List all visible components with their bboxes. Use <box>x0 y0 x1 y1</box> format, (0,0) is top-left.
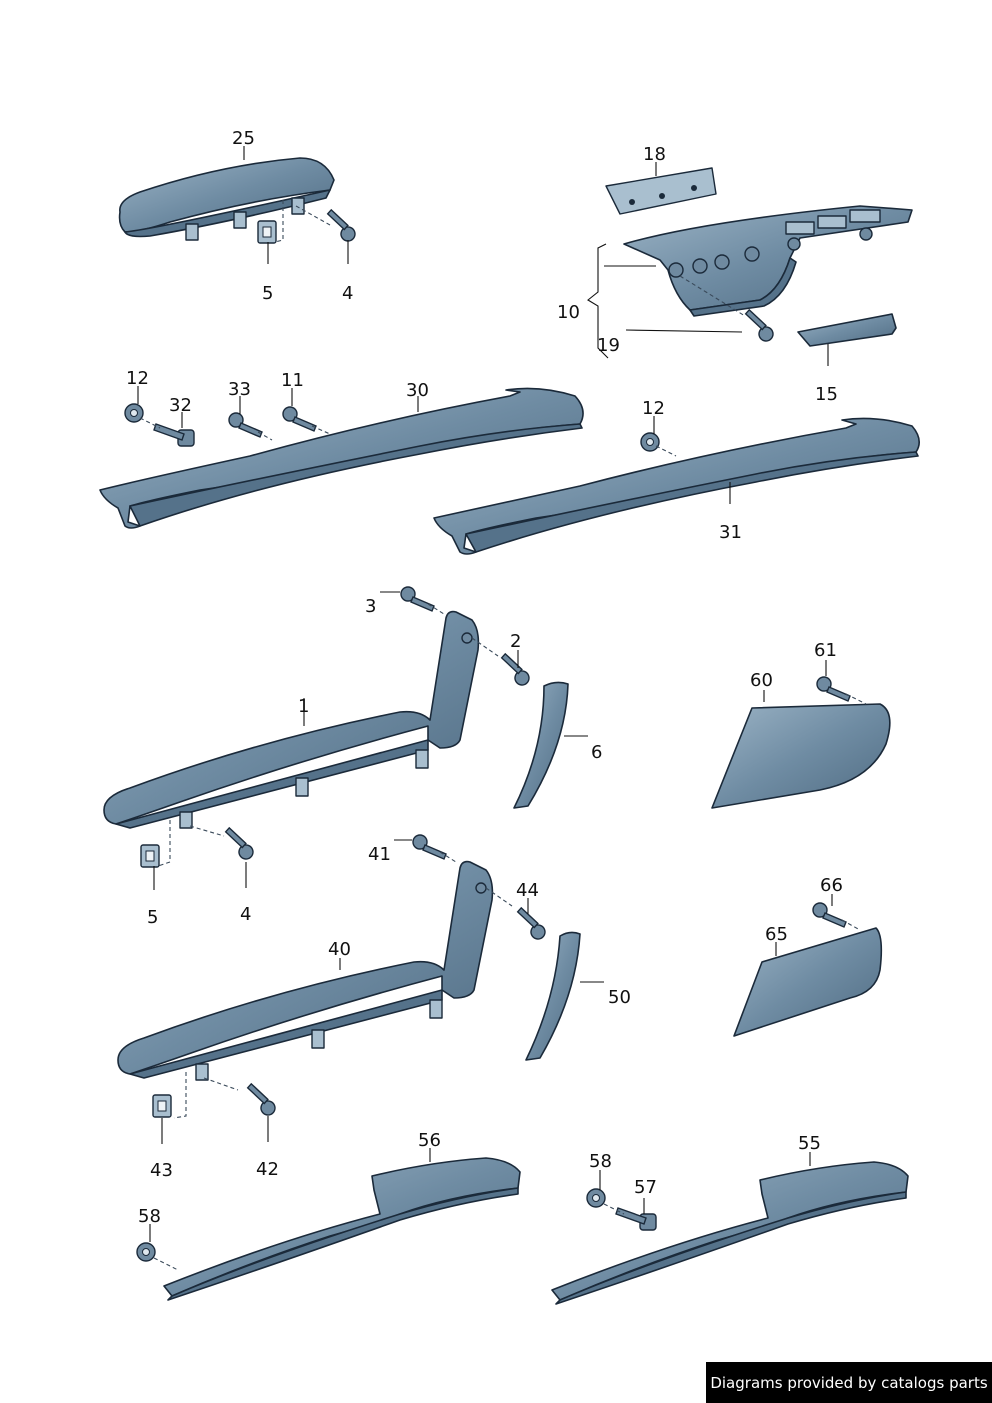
callout-60: 60 <box>750 670 773 691</box>
callout-41: 41 <box>368 844 391 865</box>
part-50-trim <box>525 931 581 1061</box>
part-56-rail <box>163 1157 521 1301</box>
part-31-rail <box>433 417 920 555</box>
part-18-cover <box>605 167 717 215</box>
part-58-nut-a <box>136 1242 156 1262</box>
callout-66: 66 <box>820 875 843 896</box>
watermark-banner: Diagrams provided by catalogs parts <box>706 1362 992 1403</box>
callout-25: 25 <box>232 128 255 149</box>
part-44-screw <box>510 906 552 942</box>
callout-44: 44 <box>516 880 539 901</box>
part-2-screw <box>494 652 536 688</box>
part-5-clip-top <box>257 220 277 244</box>
part-10-switch-panel <box>623 205 913 317</box>
part-6-trim <box>513 681 569 809</box>
part-25-armrest <box>118 157 335 241</box>
callout-55: 55 <box>798 1133 821 1154</box>
callout-50: 50 <box>608 987 631 1008</box>
part-55-rail <box>551 1161 909 1305</box>
part-30-rail <box>99 387 584 529</box>
callout-3: 3 <box>365 596 376 617</box>
part-4-screw-mid <box>218 826 260 862</box>
callout-5-top: 5 <box>262 283 273 304</box>
part-19-screw <box>738 308 780 344</box>
callout-15: 15 <box>815 384 838 405</box>
callout-32: 32 <box>169 395 192 416</box>
part-15-trim <box>797 313 897 347</box>
part-12-nut-a <box>124 403 144 423</box>
callout-6: 6 <box>591 742 602 763</box>
callout-11: 11 <box>281 370 304 391</box>
part-12-nut-b <box>640 432 660 452</box>
callout-61: 61 <box>814 640 837 661</box>
part-43-clip <box>152 1094 172 1118</box>
part-58-nut-b <box>586 1188 606 1208</box>
part-65-cover <box>733 927 883 1037</box>
callout-19: 19 <box>597 335 620 356</box>
callout-40: 40 <box>328 939 351 960</box>
part-60-cover <box>711 703 891 809</box>
callout-12-b: 12 <box>642 398 665 419</box>
callout-4-mid: 4 <box>240 904 251 925</box>
callout-18: 18 <box>643 144 666 165</box>
callout-12-a: 12 <box>126 368 149 389</box>
callout-42: 42 <box>256 1159 279 1180</box>
part-1-armrest <box>103 610 480 829</box>
callout-58-a: 58 <box>138 1206 161 1227</box>
callout-58-b: 58 <box>589 1151 612 1172</box>
callout-4-top: 4 <box>342 283 353 304</box>
part-66-screw <box>812 902 847 928</box>
part-3-screw <box>400 586 435 612</box>
callout-31: 31 <box>719 522 742 543</box>
callout-43: 43 <box>150 1160 173 1181</box>
part-41-screw <box>412 834 447 860</box>
callout-30: 30 <box>406 380 429 401</box>
callout-2: 2 <box>510 631 521 652</box>
callout-5-mid: 5 <box>147 907 158 928</box>
part-11-screw <box>282 406 317 432</box>
part-5-clip-mid <box>140 844 160 868</box>
callout-1: 1 <box>298 696 309 717</box>
part-57-bolt <box>615 1207 657 1231</box>
part-42-screw <box>240 1082 282 1118</box>
part-32-bolt <box>153 423 195 447</box>
callout-33: 33 <box>228 379 251 400</box>
callout-57: 57 <box>634 1177 657 1198</box>
part-61-screw <box>816 676 851 702</box>
callout-56: 56 <box>418 1130 441 1151</box>
part-40-armrest <box>117 860 494 1081</box>
callout-65: 65 <box>765 924 788 945</box>
part-4-screw-top <box>320 208 362 244</box>
callout-10: 10 <box>557 302 580 323</box>
part-33-screw <box>228 412 263 438</box>
